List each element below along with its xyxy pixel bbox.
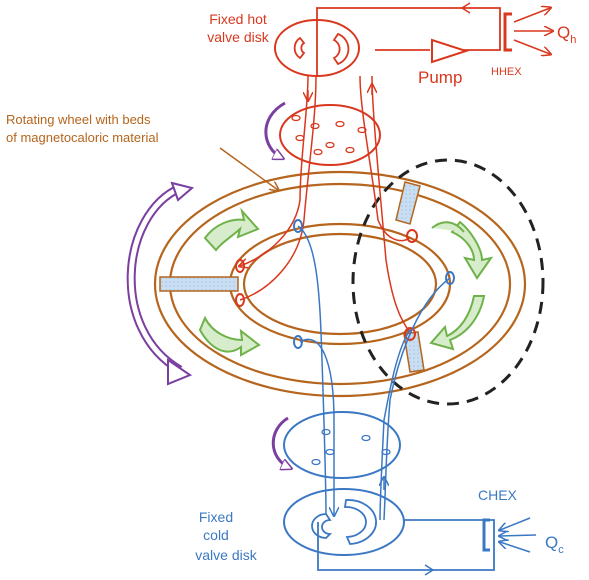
hot-distributor-disk xyxy=(279,104,381,166)
cold-disk-label-line2: cold xyxy=(203,527,229,543)
chex-bracket xyxy=(482,517,537,553)
qh-letter: Q xyxy=(557,23,570,42)
qh-label: Qh xyxy=(557,23,576,46)
pump-label: Pump xyxy=(418,68,462,87)
chex-label: CHEX xyxy=(478,487,518,503)
cold-valve-disk xyxy=(283,488,405,556)
hhex-loop xyxy=(316,2,501,76)
chex-loop xyxy=(317,519,495,576)
cold-disk-label-line1: Fixed xyxy=(199,509,233,525)
cold-distributor-disk xyxy=(283,411,401,479)
wheel-label-line1: Rotating wheel with beds xyxy=(6,112,151,127)
magnet-region xyxy=(351,158,545,406)
qc-subscript: c xyxy=(558,544,564,556)
rotation-arrows xyxy=(126,101,290,468)
wheel-label-line2: of magnetocaloric material xyxy=(6,130,159,145)
hhex-label: HHEX xyxy=(491,66,522,78)
hot-disk-label-line1: Fixed hot xyxy=(209,11,267,27)
hhex-bracket xyxy=(503,8,552,54)
hot-fluid-lines xyxy=(235,75,418,341)
qc-label: Qc xyxy=(545,533,564,556)
fluid-flow-arrows xyxy=(198,207,494,357)
magnetocaloric-beds xyxy=(159,181,425,373)
qc-letter: Q xyxy=(545,533,558,552)
pump xyxy=(431,38,470,64)
qh-subscript: h xyxy=(570,34,576,46)
wheel-label-pointer xyxy=(219,147,278,190)
cold-disk-label-line3: valve disk xyxy=(195,547,257,563)
hot-disk-label-line2: valve disk xyxy=(207,29,269,45)
